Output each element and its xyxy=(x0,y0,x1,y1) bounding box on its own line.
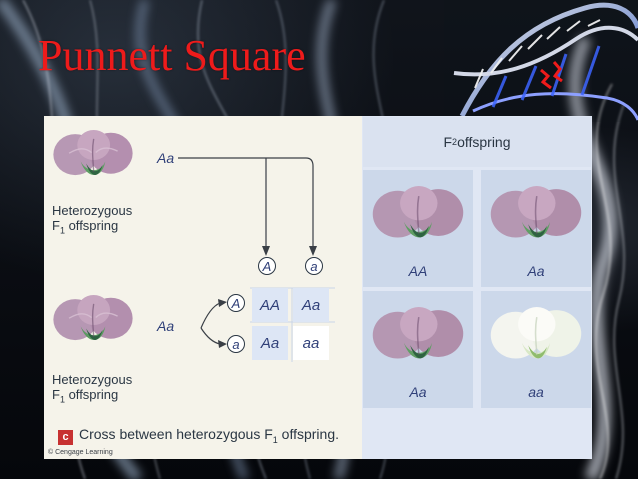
punnett-square-figure: Aa Heterozygous F1 offspring Aa Heterozy… xyxy=(44,116,592,459)
caption-badge: c xyxy=(58,430,73,445)
parent-2-genotype: Aa xyxy=(157,318,175,334)
offspring-genotype-label: Aa xyxy=(409,384,427,400)
parent-1-genotype: Aa xyxy=(157,150,175,166)
punnett-cell-aa-heterozygous-top: Aa xyxy=(293,288,329,322)
punnett-cell-aa-dominant: AA xyxy=(252,288,288,322)
parent-2-label-f: F xyxy=(52,386,60,402)
parent-1-label-subscript: 1 xyxy=(59,225,65,236)
f2-header-subscript: 2 xyxy=(452,137,458,147)
dna-double-helix-icon xyxy=(444,0,638,122)
caption-text-prefix: Cross between heterozygous F xyxy=(79,426,273,442)
parent-1-label: Heterozygous F1 offspring xyxy=(52,203,133,236)
caption-subscript: 1 xyxy=(272,434,278,445)
punnett-cell-aa-recessive: aa xyxy=(293,326,329,360)
left-allele-2: a xyxy=(227,335,245,353)
copyright-text: © Cengage Learning xyxy=(48,449,113,456)
parent-2-label-subscript: 1 xyxy=(59,394,65,405)
parent-1-flower-image xyxy=(53,129,133,176)
offspring-tile-aa-heterozygous-top: Aa xyxy=(481,170,591,287)
parent-1-label-f: F xyxy=(52,217,60,233)
punnett-connector-lines xyxy=(178,157,335,362)
top-allele-1: A xyxy=(258,257,276,275)
offspring-genotype-label: Aa xyxy=(527,263,545,279)
purple-flower-image xyxy=(372,307,464,359)
purple-flower-image xyxy=(490,186,582,238)
offspring-tile-aa-heterozygous-bottom: Aa xyxy=(363,291,473,408)
punnett-cell-aa-heterozygous-bottom: Aa xyxy=(252,326,288,360)
white-flower-image xyxy=(490,307,582,359)
offspring-genotype-label: AA xyxy=(408,263,428,279)
parent-2-label: Heterozygous F1 offspring xyxy=(52,372,133,405)
parent-1-label-line-1: Heterozygous xyxy=(52,203,133,218)
figure-caption: c Cross between heterozygous F1 offspring… xyxy=(58,427,339,445)
f2-header-suffix: offspring xyxy=(457,134,511,150)
caption-text-suffix: offspring. xyxy=(277,426,340,442)
parent-2-label-suffix: offspring xyxy=(64,386,119,402)
slide-title: Punnett Square xyxy=(38,31,306,80)
offspring-tile-aa-recessive: aa xyxy=(481,291,591,408)
parent-1-label-suffix: offspring xyxy=(64,217,119,233)
parent-2-label-line-1: Heterozygous xyxy=(52,372,133,387)
parent-1-label-line-2: F1 offspring xyxy=(52,217,132,236)
offspring-genotype-label: aa xyxy=(528,384,544,400)
f2-header-f: F xyxy=(443,134,453,150)
offspring-tile-aa-dominant: AA xyxy=(363,170,473,287)
parent-2-flower-image xyxy=(53,294,133,341)
top-allele-2: a xyxy=(305,257,323,275)
purple-flower-image xyxy=(372,186,464,238)
left-allele-1: A xyxy=(227,294,245,312)
parent-2-label-line-2: F1 offspring xyxy=(52,386,132,405)
